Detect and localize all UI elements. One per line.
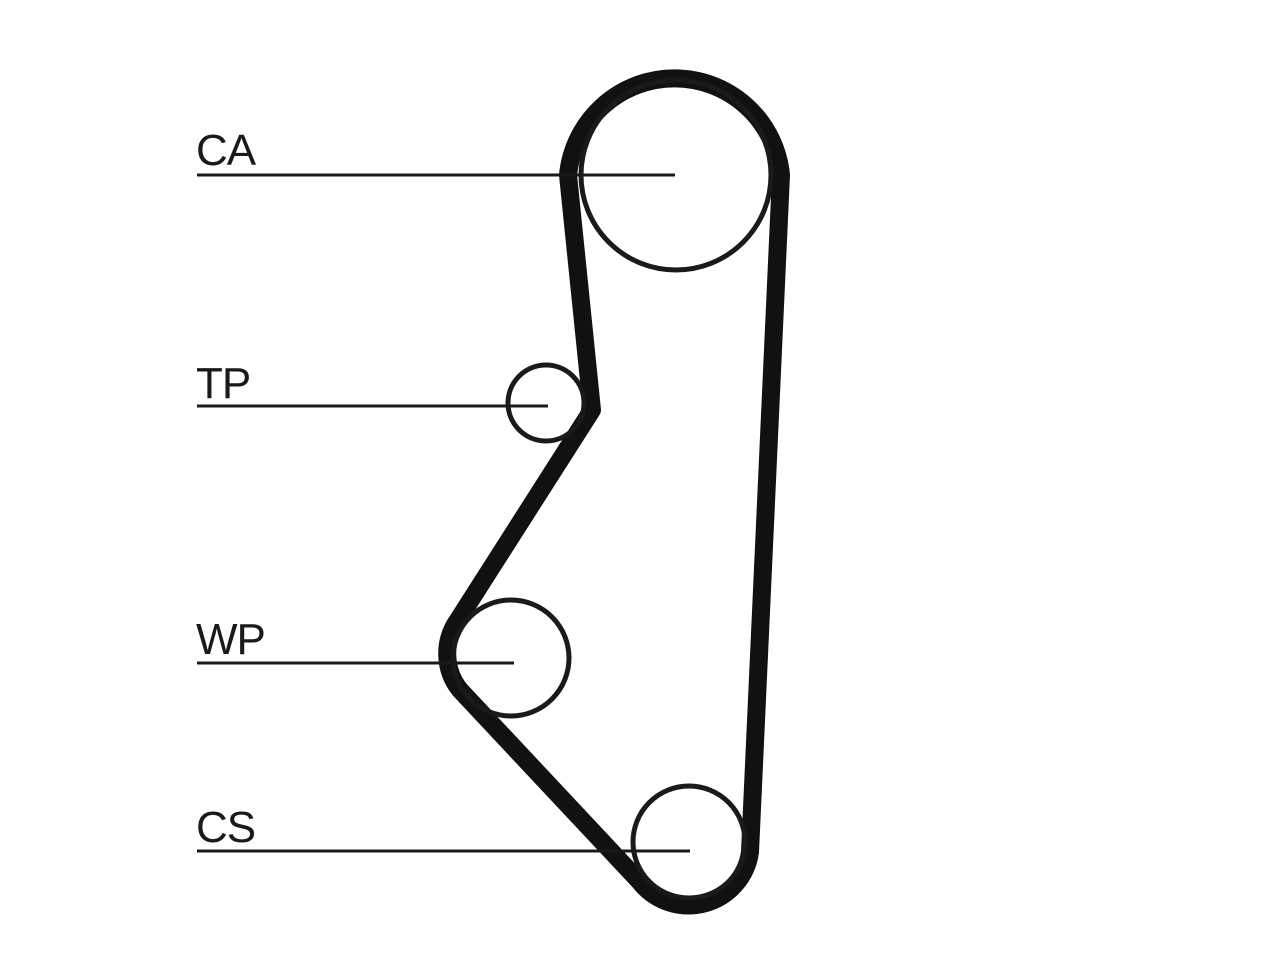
wp-label: WP <box>196 615 265 664</box>
timing-belt <box>438 69 790 915</box>
tp-label: TP <box>196 359 250 408</box>
crankshaft-pulley <box>630 783 748 901</box>
ca-label: CA <box>196 126 257 175</box>
cs-label: CS <box>196 803 255 852</box>
water-pump-pulley <box>450 597 572 719</box>
tensioner-pulley <box>505 362 587 444</box>
